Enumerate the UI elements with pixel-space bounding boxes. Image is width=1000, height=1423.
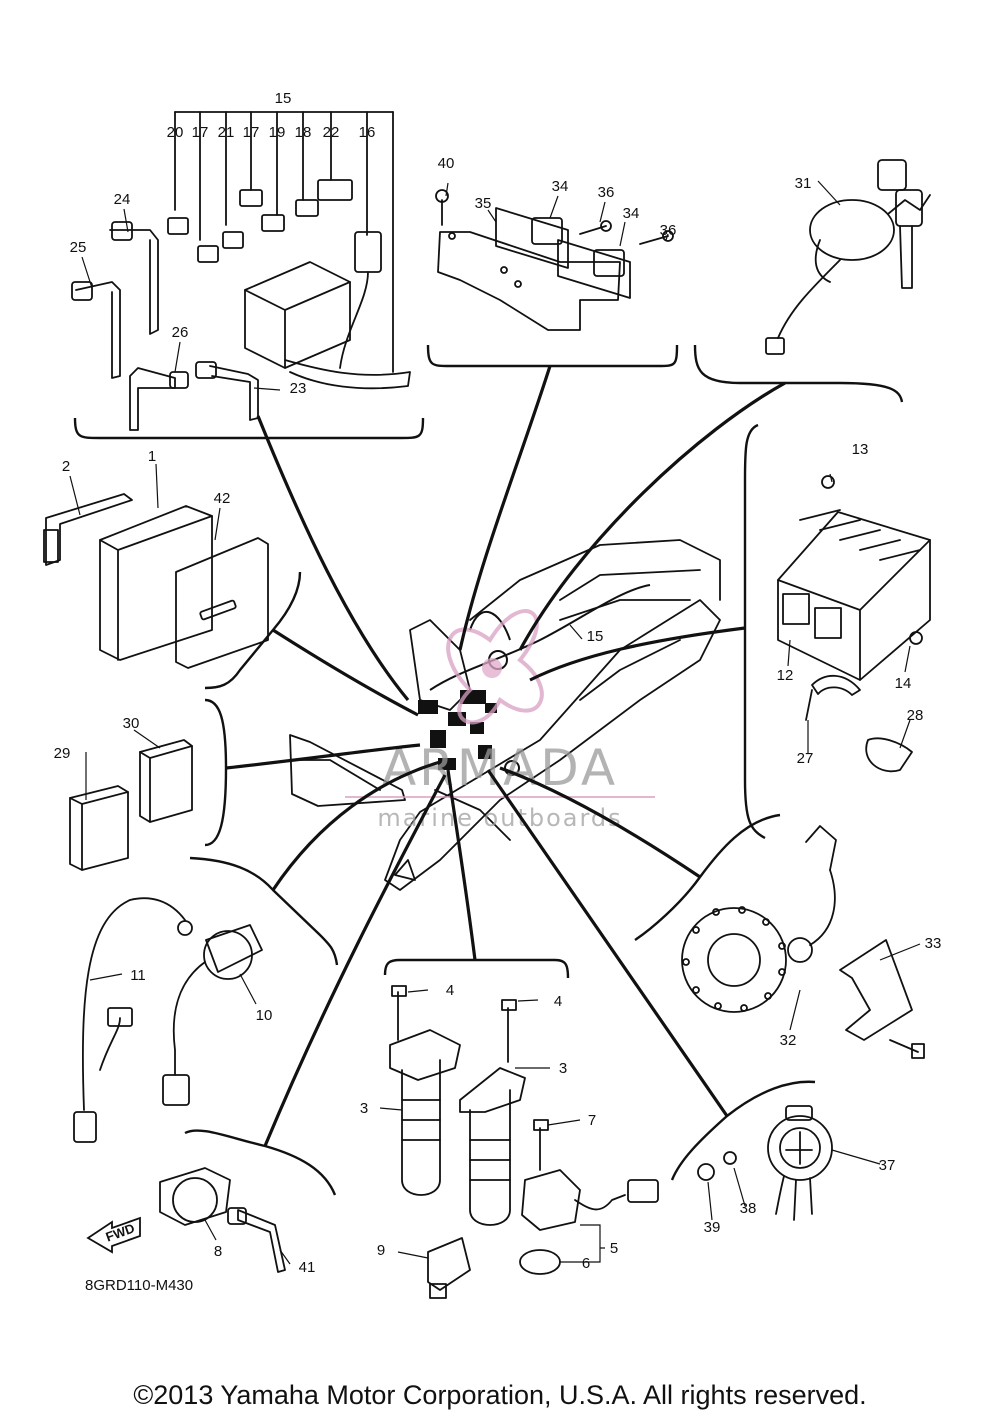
callout-40: 40 [438,155,455,172]
main-switch-assembly [765,159,931,355]
group-brackets [73,344,904,1196]
pickup-coil-group [681,825,925,1059]
callout-11: 11 [130,967,146,984]
callout-34a: 34 [552,178,569,195]
callout-7: 7 [588,1112,596,1129]
hull-outline [289,539,721,891]
callout-10: 10 [256,1007,273,1024]
sensor-wire-group [73,897,263,1143]
callout-14: 14 [895,675,912,692]
callout-41: 41 [299,1259,316,1276]
callout-15-harness: 15 [275,90,292,107]
fuse-box-group [71,111,411,431]
callout-3b: 3 [559,1060,567,1077]
callout-28: 28 [907,707,924,724]
callout-19: 19 [269,124,286,141]
callout-38: 38 [740,1200,757,1217]
callout-39: 39 [704,1219,721,1236]
drawing-code: 8GRD110-M430 [85,1277,193,1294]
callout-33: 33 [925,935,942,952]
callout-27: 27 [797,750,814,767]
callout-25: 25 [70,239,87,256]
callout-21: 21 [218,124,235,141]
callout-15-hub: 15 [587,628,604,645]
callout-32: 32 [780,1032,797,1049]
rectifier-group [777,475,931,773]
callout-12: 12 [777,667,794,684]
buzzer-group [697,1105,833,1221]
watermark-logo: ARMADA marine outboards [345,609,655,832]
callout-1: 1 [148,448,156,465]
callout-22: 22 [323,124,340,141]
callout-ticks [69,180,921,1265]
callout-5: 5 [610,1240,618,1257]
callout-18: 18 [295,124,312,141]
callout-23: 23 [290,380,307,397]
callout-3a: 3 [360,1100,368,1117]
callout-42: 42 [214,490,231,507]
callout-24: 24 [114,191,131,208]
callout-4a: 4 [446,982,454,999]
callout-6: 6 [582,1255,590,1272]
callout-17a: 17 [192,124,209,141]
relay-bracket-group [435,189,674,331]
callout-16: 16 [359,124,376,141]
callout-36b: 36 [660,222,677,239]
callout-30: 30 [123,715,140,732]
callout-4b: 4 [554,993,562,1010]
leader-lines [225,365,786,1147]
callout-36a: 36 [598,184,615,201]
callout-20: 20 [167,124,184,141]
callout-8: 8 [214,1243,222,1260]
callout-labels: 15 20 17 21 17 19 18 22 16 24 25 26 23 4… [54,90,942,1276]
callout-26: 26 [172,324,189,341]
ignition-coil-group [389,985,526,1226]
callout-35: 35 [475,195,492,212]
callout-2: 2 [62,458,70,475]
callout-37: 37 [879,1157,896,1174]
callout-13: 13 [852,441,869,458]
callout-29: 29 [54,745,71,762]
callout-31: 31 [795,175,812,192]
copyright-notice: ©2013 Yamaha Motor Corporation, U.S.A. A… [133,1380,867,1410]
ecu-group [43,493,269,669]
callout-17b: 17 [243,124,260,141]
callout-34b: 34 [623,205,640,222]
forward-arrow: FWD [86,1216,141,1254]
relay-group [69,739,193,871]
callout-9: 9 [377,1242,385,1259]
